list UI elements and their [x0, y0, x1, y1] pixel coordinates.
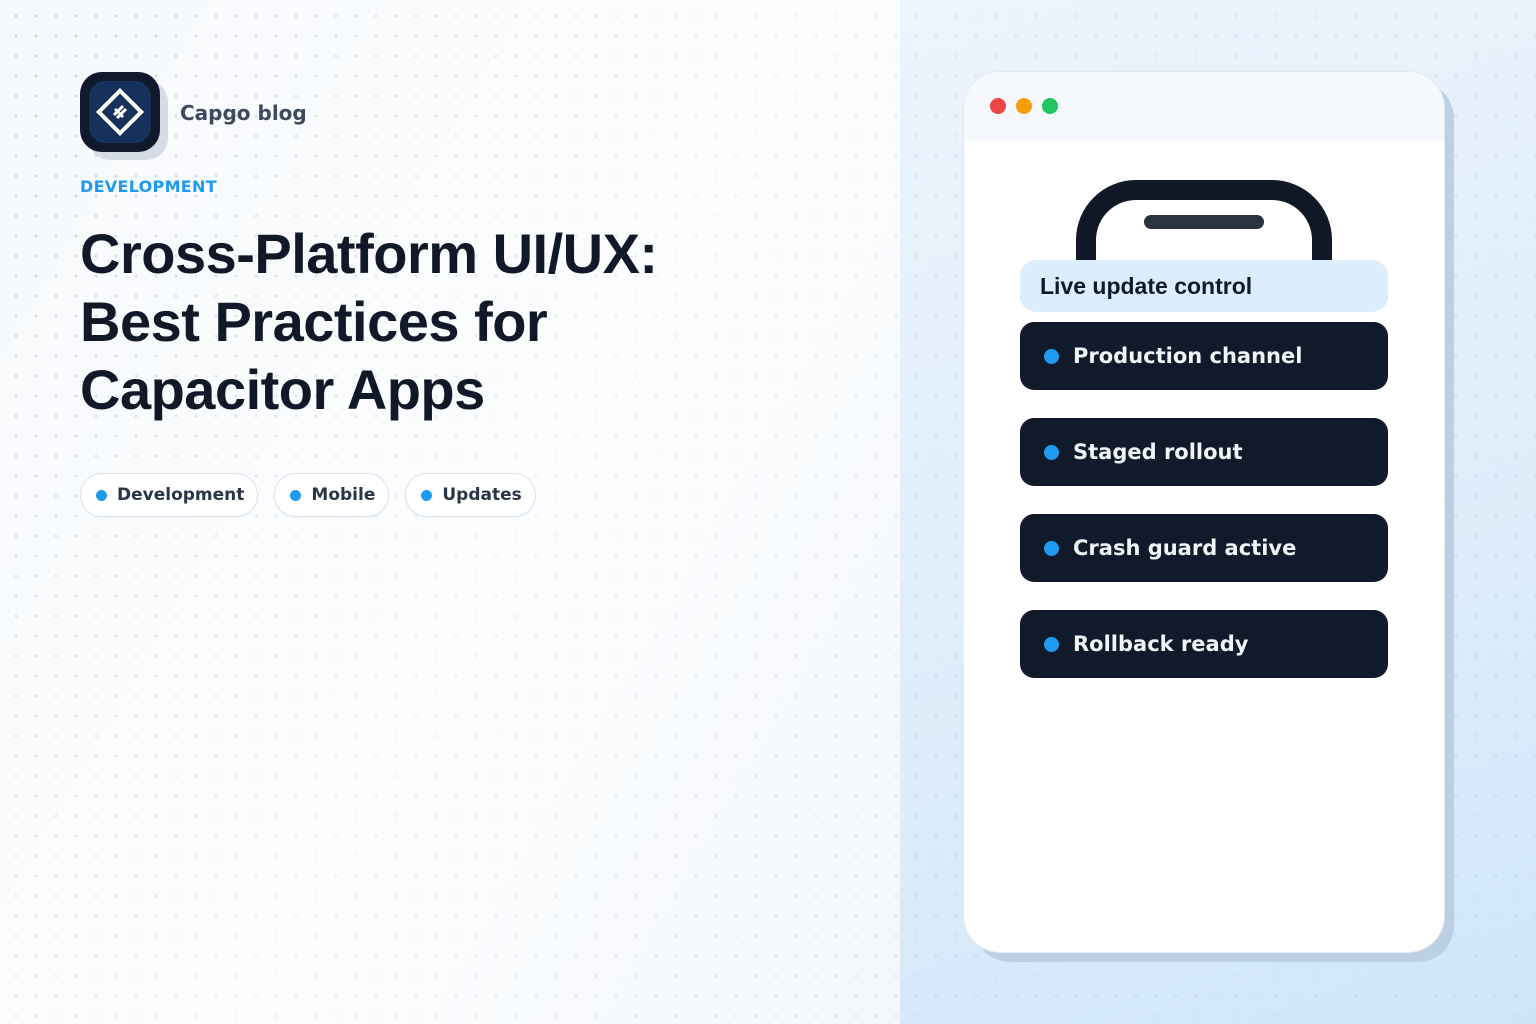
list-item-label: Production channel — [1073, 344, 1303, 368]
app-window-mockup: Live update control Production channel S… — [964, 72, 1444, 952]
tag-dot-icon — [421, 489, 433, 501]
page-title: Cross-Platform UI/UX: Best Practices for… — [80, 220, 840, 424]
status-dot-icon — [1044, 348, 1059, 364]
list-item-label: Rollback ready — [1073, 632, 1249, 656]
status-dot-icon — [1044, 444, 1059, 460]
tag-dot-icon — [290, 489, 302, 501]
list-item-rollback-ready: Rollback ready — [1020, 610, 1388, 678]
panel-title: Live update control — [1020, 260, 1388, 312]
diamond-mark-icon — [95, 87, 145, 137]
status-dot-icon — [1044, 636, 1059, 652]
title-line-1: Cross-Platform UI/UX: — [80, 222, 658, 285]
status-dot-icon — [1044, 540, 1059, 556]
tag-label: Development — [117, 485, 245, 505]
title-line-2: Best Practices for — [80, 290, 548, 353]
maximize-dot-icon — [1042, 98, 1058, 114]
close-dot-icon — [990, 98, 1006, 114]
title-line-3: Capacitor Apps — [80, 358, 485, 421]
tag-list: Development Mobile Updates — [80, 473, 536, 517]
list-item-production-channel: Production channel — [1020, 322, 1388, 390]
window-titlebar — [964, 72, 1444, 140]
list-item-crash-guard: Crash guard active — [1020, 514, 1388, 582]
brand-name: Capgo blog — [180, 101, 307, 125]
brand-logo — [80, 72, 168, 160]
logo-inner — [89, 81, 151, 143]
list-item-label: Staged rollout — [1073, 440, 1243, 464]
capgo-logo-icon — [80, 72, 160, 152]
tag-mobile[interactable]: Mobile — [274, 473, 390, 517]
list-item-staged-rollout: Staged rollout — [1020, 418, 1388, 486]
tag-updates[interactable]: Updates — [405, 473, 536, 517]
tag-label: Mobile — [311, 485, 376, 505]
category-label: DEVELOPMENT — [80, 177, 217, 196]
phone-speaker-bar — [1144, 215, 1264, 229]
minimize-dot-icon — [1016, 98, 1032, 114]
list-item-label: Crash guard active — [1073, 536, 1297, 560]
tag-dot-icon — [96, 489, 107, 501]
tag-development[interactable]: Development — [80, 473, 259, 517]
tag-label: Updates — [442, 485, 522, 505]
